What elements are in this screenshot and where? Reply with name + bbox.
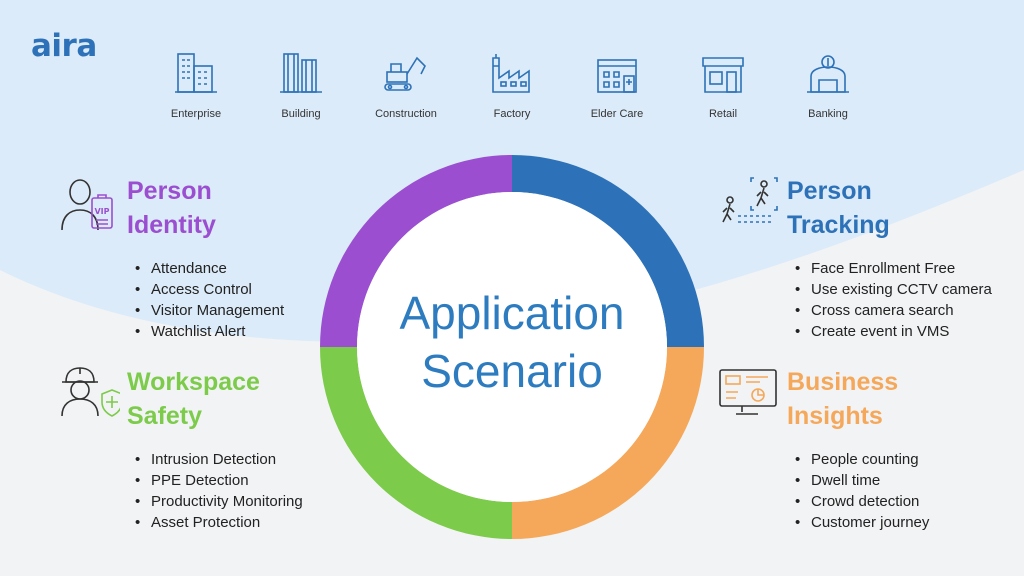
svg-text:VIP: VIP xyxy=(94,207,109,216)
list-item: Face Enrollment Free xyxy=(787,258,992,279)
scenario-list: People counting Dwell time Crowd detecti… xyxy=(787,449,929,533)
scenario-list: Intrusion Detection PPE Detection Produc… xyxy=(127,449,303,533)
banking-icon xyxy=(807,55,849,93)
scenario-workspace-safety: Workspace Safety Intrusion Detection PPE… xyxy=(127,365,303,533)
scenario-title: Business Insights xyxy=(787,365,929,433)
enterprise-icon xyxy=(175,53,217,93)
industry-construction: Construction xyxy=(358,52,454,120)
list-item: Crowd detection xyxy=(787,491,929,512)
scenario-list: Face Enrollment Free Use existing CCTV c… xyxy=(787,258,992,342)
scenario-title-line2: Safety xyxy=(127,402,203,430)
industry-retail: Retail xyxy=(675,52,771,120)
industry-factory: Factory xyxy=(464,52,560,120)
center-title-line1: Application xyxy=(399,287,625,339)
scenario-title-line1: Person xyxy=(787,177,872,205)
list-item: Customer journey xyxy=(787,512,929,533)
retail-icon xyxy=(702,57,744,93)
dashboard-monitor-icon xyxy=(719,369,777,415)
list-item: Use existing CCTV camera xyxy=(787,279,992,300)
scenario-title-line1: Person xyxy=(127,177,212,205)
scenario-title: Person Identity xyxy=(127,174,284,242)
center-title-line2: Scenario xyxy=(421,345,603,397)
elder-care-icon xyxy=(597,59,637,93)
scenario-title-line2: Insights xyxy=(787,402,883,430)
scenario-business-insights: Business Insights People counting Dwell … xyxy=(787,365,929,533)
list-item: People counting xyxy=(787,449,929,470)
list-item: Dwell time xyxy=(787,470,929,491)
list-item: Attendance xyxy=(127,258,284,279)
hardhat-worker-shield-icon xyxy=(61,367,120,417)
list-item: Access Control xyxy=(127,279,284,300)
list-item: Asset Protection xyxy=(127,512,303,533)
walking-tracking-icon xyxy=(722,177,778,223)
industry-label: Construction xyxy=(375,108,437,120)
list-item: PPE Detection xyxy=(127,470,303,491)
list-item: Visitor Management xyxy=(127,300,284,321)
building-icon xyxy=(280,53,322,93)
scenario-list: Attendance Access Control Visitor Manage… xyxy=(127,258,284,342)
list-item: Create event in VMS xyxy=(787,321,992,342)
center-title: Application Scenario xyxy=(352,284,672,400)
scenario-title-line1: Workspace xyxy=(127,368,260,396)
list-item: Cross camera search xyxy=(787,300,992,321)
factory-icon xyxy=(492,54,530,93)
list-item: Productivity Monitoring xyxy=(127,491,303,512)
scenario-person-tracking: Person Tracking Face Enrollment Free Use… xyxy=(787,174,992,342)
construction-icon xyxy=(384,56,426,91)
scenario-title: Person Tracking xyxy=(787,174,992,242)
industry-label: Banking xyxy=(808,108,848,120)
industry-enterprise: Enterprise xyxy=(148,52,244,120)
industry-label: Enterprise xyxy=(170,108,222,120)
scenario-title-line1: Business xyxy=(787,368,899,396)
scenario-person-identity: Person Identity Attendance Access Contro… xyxy=(127,174,284,342)
industry-elder-care: Elder Care xyxy=(569,52,665,120)
industry-building: Building xyxy=(253,52,349,120)
list-item: Watchlist Alert xyxy=(127,321,284,342)
list-item: Intrusion Detection xyxy=(127,449,303,470)
scenario-title-line2: Tracking xyxy=(787,211,890,239)
industry-label: Retail xyxy=(708,108,738,120)
industry-banking: Banking xyxy=(780,52,876,120)
scenario-title: Workspace Safety xyxy=(127,365,303,433)
industry-label: Elder Care xyxy=(590,108,644,120)
industry-label: Factory xyxy=(493,108,531,120)
industry-label: Building xyxy=(281,108,321,120)
scenario-title-line2: Identity xyxy=(127,211,216,239)
vip-badge-person-icon: VIP xyxy=(61,179,113,231)
aira-logo: aira xyxy=(31,28,97,64)
